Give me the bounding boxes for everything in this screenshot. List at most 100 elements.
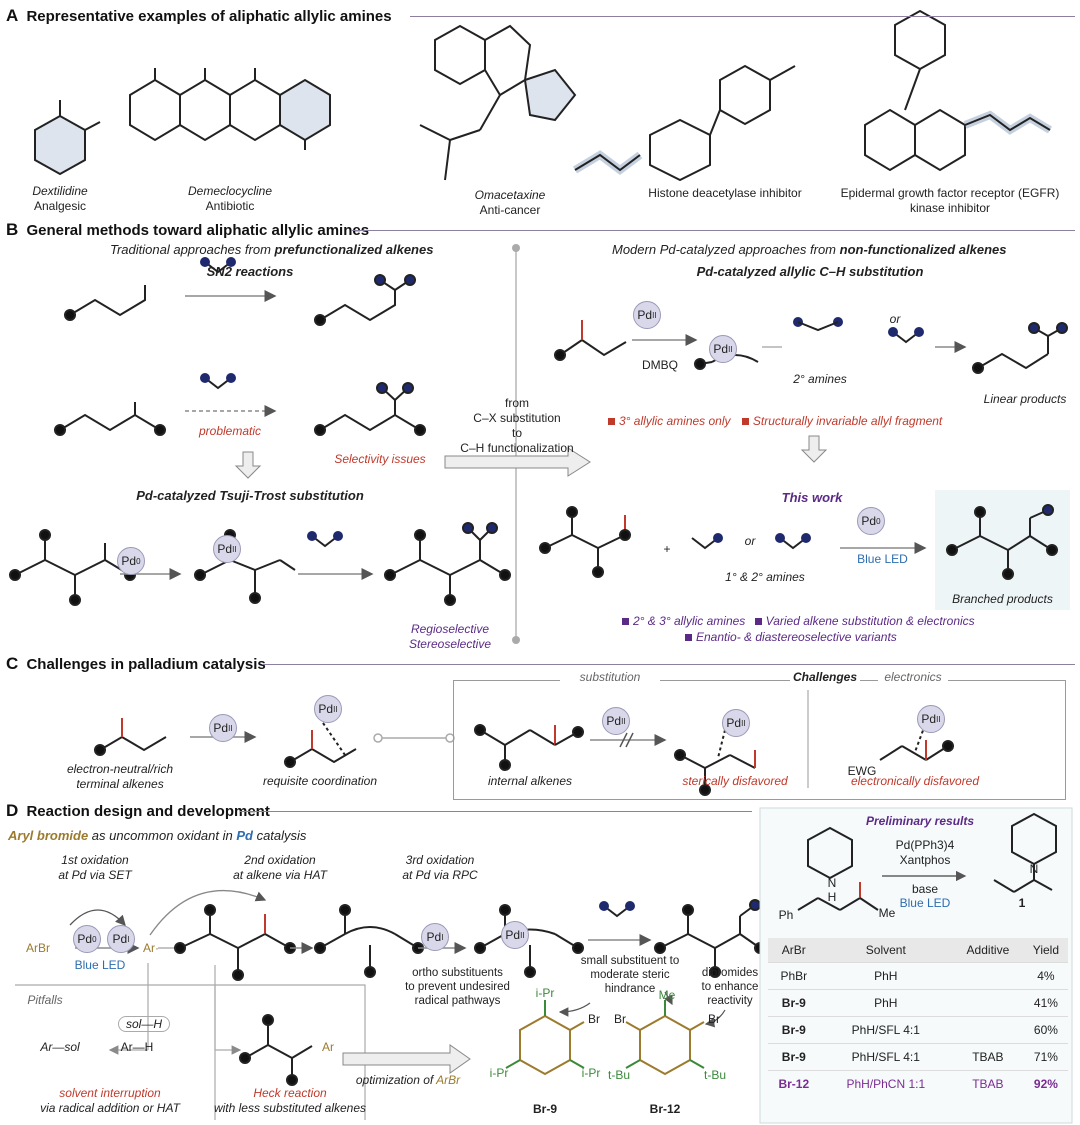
terminal-alkene [94,718,167,756]
br9-ipr-top: i-Pr [535,986,555,1000]
c-connector-dot-1 [373,733,383,743]
cell-solvent: PhH [819,962,952,990]
ch-substitution-label: Pd-catalyzed allylic C–H substitution [696,264,924,279]
table-row: Br-9 PhH/SFL 4:1 60% [768,1016,1068,1044]
section-a-header: A Representative examples of aliphatic a… [6,6,392,26]
compound-name-egfr: Epidermal growth factor receptor (EGFR) [840,186,1060,200]
advantages-line-1: 2° & 3° allylic amines Varied alkene sub… [622,614,975,628]
cell-arbr: PhBr [768,962,820,990]
advantage-2: Varied alkene substitution & electronics [765,614,975,628]
br9-br: Br [588,1012,600,1026]
optimization-label-b: ArBr [436,1073,461,1087]
cell-arbr: Br-9 [768,1043,820,1071]
cell-yield: 60% [1023,1016,1068,1044]
center-line-3: to [511,426,522,440]
results-table-wrap: ArBr Solvent Additive Yield PhBr PhH 4% … [768,938,1068,1097]
left-approach-header: Traditional approaches from prefunctiona… [110,242,433,257]
pitfalls-frame-right [215,984,366,1120]
table-row-highlight: Br-12 PhH/PhCN 1:1 TBAB 92% [768,1070,1068,1097]
piperidine-reagent [807,826,853,880]
ox3-line-2: at Pd via RPC [402,868,478,882]
sn2-label: SN2 reactions [206,264,294,279]
th-yield: Yield [1023,938,1068,963]
d-substrate [174,904,296,981]
terminal-alkene-label-2: terminal alkenes [76,777,164,791]
allyl-radical [314,904,424,978]
blue-led-label-b: Blue LED [857,552,908,566]
th-additive: Additive [951,938,1024,963]
cell-additive: TBAB [951,1043,1024,1071]
propene-substrate [554,320,627,361]
block-mark-2 [625,732,634,748]
egfr-inhibitor-structure [864,9,1053,172]
coordination-complex [284,722,357,768]
section-a-title: Representative examples of aliphatic all… [26,8,392,25]
cond-blue-led: Blue LED [899,896,951,910]
ox1-line-1: 1st oxidation [61,853,129,867]
this-work-label: This work [781,490,843,505]
product-branched-amine-1 [314,382,426,436]
limitation-bullet-1 [608,418,615,426]
d-subtitle-pd: Pd [236,828,253,843]
cond-xantphos: Xantphos [899,853,951,867]
tsuji-substrate [9,529,136,606]
ox3-line-1: 3rd oxidation [405,853,475,867]
cell-yield: 41% [1023,989,1068,1017]
ortho-line-2: to prevent undesired [405,981,510,993]
linear-products-label: Linear products [983,392,1067,406]
cell-arbr: Br-9 [768,1016,820,1044]
d-subtitle: Aryl bromide as uncommon oxidant in Pd c… [8,828,306,843]
cond-pd: Pd(PPh3)4 [895,838,955,852]
tsuji-label: Pd-catalyzed Tsuji-Trost substitution [136,488,364,503]
limitation-bullet-2 [741,418,749,426]
small-line-3: hindrance [604,983,656,995]
electronics-label: electronics [878,670,948,684]
regioselective-label: Regioselective [410,622,490,636]
adv-bullet-3 [685,634,692,642]
divider-bottom-dot [512,636,520,644]
branched-products-label: Branched products [952,592,1053,606]
limitations-line: 3° allylic amines only Structurally inva… [608,414,942,428]
adv-bullet-1 [622,618,629,626]
pi-allyl-complex-left [194,529,296,604]
small-sub-annotation: small substituent to moderate steric hin… [565,954,695,996]
dibro-line-3: reactivity [707,995,753,1007]
product-n: N [1029,862,1039,876]
section-c-header: C Challenges in palladium catalysis [6,654,266,674]
block-mark-1 [619,732,628,748]
br9-label: Br-9 [532,1102,557,1116]
this-work-substrate [539,506,631,578]
dibromide-annotation: dibromides to enhance reactivity [695,966,765,1008]
center-line-2: C–X substitution [473,411,561,425]
br9-ipr-right: i-Pr [581,1066,601,1080]
cell-arbr: Br-9 [768,989,820,1017]
right-approach-header: Modern Pd-catalyzed approaches from non-… [612,242,1006,257]
th-solvent: Solvent [819,938,952,963]
pi-allyl-pd-d [474,904,584,978]
primary-amine [691,533,723,550]
br12-br-left: Br [614,1012,626,1026]
section-b-title: General methods toward aliphatic allylic… [26,222,370,239]
cell-solvent: PhH/PhCN 1:1 [819,1070,952,1097]
table-row: Br-9 PhH/SFL 4:1 TBAB 71% [768,1043,1068,1071]
optimization-label: optimization of ArBr [343,1073,473,1087]
cell-yield: 92% [1023,1070,1068,1097]
down-arrow-right [800,435,828,463]
big-right-arrow [444,447,591,477]
selectivity-label: Selectivity issues [334,452,426,466]
pitfalls-label: Pitfalls [27,993,63,1007]
secondary-amine [775,533,811,550]
product-linear-amine-1 [314,274,416,326]
down-arrow-left [234,451,262,479]
compound-name-hdac: Histone deacetylase inhibitor [648,186,802,200]
ortho-line-3: radical pathways [414,995,501,1007]
cell-additive [951,989,1024,1017]
compound-role-demeclocycline: Antibiotic [205,199,255,213]
right-approach-bold: non-functionalized alkenes [839,242,1007,257]
